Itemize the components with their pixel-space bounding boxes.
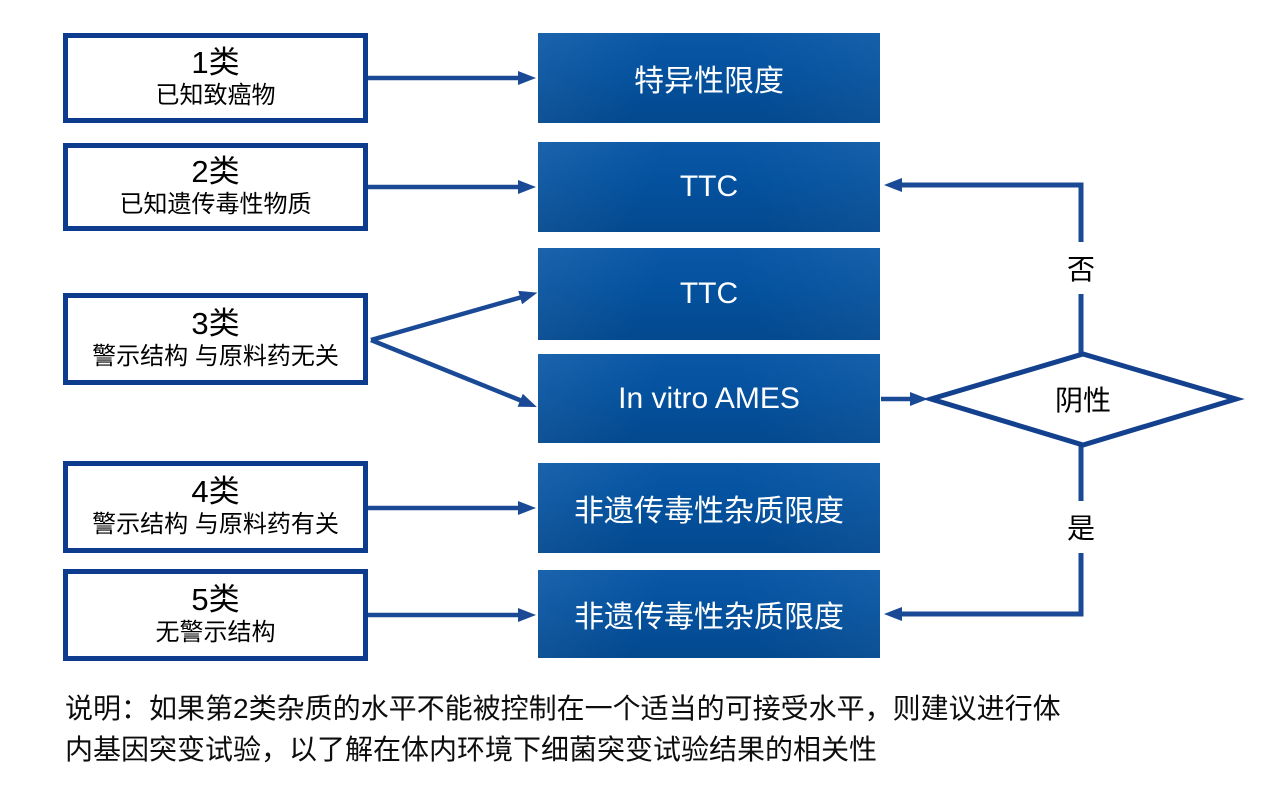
footnote-line-2: 内基因突变试验，以了解在体内环境下细菌突变试验结果的相关性 <box>65 734 878 765</box>
outcome-ttc-box-2: TTC <box>538 248 880 340</box>
class4-subtitle: 警示结构 与原料药有关 <box>92 511 339 538</box>
class4-box: 4类 警示结构 与原料药有关 <box>63 461 368 553</box>
outcome-nongenotoxic-limit-box-2: 非遗传毒性杂质限度 <box>538 570 880 658</box>
yes-branch-label: 是 <box>1063 501 1099 553</box>
outcome-ttc-box-1: TTC <box>538 142 880 232</box>
footnote-line-1: 说明：如果第2类杂质的水平不能被控制在一个适当的可接受水平，则建议进行体 <box>65 693 1061 724</box>
class5-title: 5类 <box>191 582 240 617</box>
arrow-class3-to-ttc <box>370 290 538 343</box>
class3-subtitle: 警示结构 与原料药无关 <box>92 343 339 370</box>
class5-subtitle: 无警示结构 <box>155 619 276 646</box>
class4-title: 4类 <box>191 474 240 509</box>
class5-box: 5类 无警示结构 <box>63 569 368 661</box>
ames-test-label: In vitro AMES <box>618 381 800 415</box>
class2-title: 2类 <box>191 154 240 189</box>
outcome-nongenotoxic-limit-label-1: 非遗传毒性杂质限度 <box>574 495 844 528</box>
outcome-nongenotoxic-limit-label-2: 非遗传毒性杂质限度 <box>574 601 844 634</box>
connector-yes-branch <box>884 446 1084 621</box>
class2-subtitle: 已知遗传毒性物质 <box>119 191 312 218</box>
class3-box: 3类 警示结构 与原料药无关 <box>63 293 368 385</box>
arrow-class3-to-ames <box>370 337 537 407</box>
ames-test-box: In vitro AMES <box>538 354 880 443</box>
outcome-ttc-label-2: TTC <box>679 277 739 310</box>
class3-title: 3类 <box>191 306 240 341</box>
no-branch-label: 否 <box>1063 242 1099 294</box>
class1-box: 1类 已知致癌物 <box>63 33 368 123</box>
outcome-ttc-label-1: TTC <box>679 170 739 203</box>
class1-subtitle: 已知致癌物 <box>155 82 276 109</box>
outcome-specific-limit-label: 特异性限度 <box>634 65 784 98</box>
outcome-specific-limit-box: 特异性限度 <box>538 33 880 123</box>
outcome-nongenotoxic-limit-box-1: 非遗传毒性杂质限度 <box>538 463 880 553</box>
footnote-text: 说明：如果第2类杂质的水平不能被控制在一个适当的可接受水平，则建议进行体 内基因… <box>65 688 1205 770</box>
connector-no-branch <box>884 178 1084 353</box>
class2-box: 2类 已知遗传毒性物质 <box>63 143 368 231</box>
class1-title: 1类 <box>191 45 240 80</box>
decision-label: 阴性 <box>1054 385 1112 416</box>
